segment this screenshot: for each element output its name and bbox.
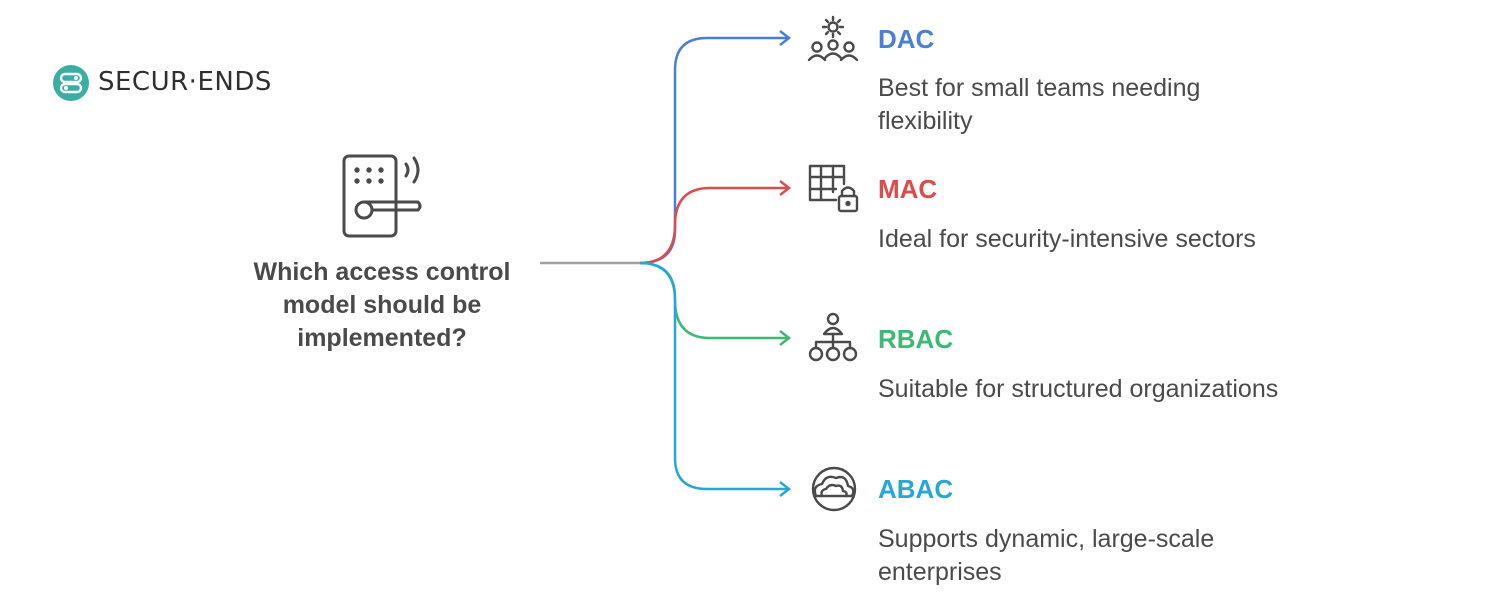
option-title-dac: DAC — [878, 24, 935, 54]
option-title-mac: MAC — [878, 174, 938, 204]
securends-logo: SECUR·ENDS — [52, 64, 282, 102]
smart-lock-icon — [342, 154, 422, 238]
option-title-abac: ABAC — [878, 474, 954, 504]
option-title-rbac: RBAC — [878, 324, 954, 354]
branch-dac — [639, 36, 788, 265]
central-question: Which access control model should be imp… — [253, 258, 511, 352]
grid-lock-icon — [808, 164, 859, 213]
hierarchy-icon — [808, 312, 858, 362]
arrow-abac — [779, 481, 792, 497]
option-description-dac: Best for small teams needing flexibility — [878, 74, 1201, 135]
logo-wordmark: SECUR·ENDS — [98, 67, 272, 97]
team-gear-icon — [807, 15, 859, 62]
arrow-rbac — [779, 330, 792, 346]
logo-mark-icon — [53, 65, 89, 101]
arrow-mac — [779, 180, 792, 196]
option-description-rbac: Suitable for structured organizations — [878, 375, 1279, 403]
option-description-abac: Supports dynamic, large-scale enterprise… — [878, 525, 1215, 586]
branch-abac — [639, 261, 788, 491]
branch-mac — [639, 186, 788, 265]
option-description-mac: Ideal for security-intensive sectors — [878, 225, 1256, 253]
linked-cloud-icon — [811, 466, 857, 512]
branch-rbac — [639, 261, 788, 340]
arrow-dac — [779, 30, 792, 46]
